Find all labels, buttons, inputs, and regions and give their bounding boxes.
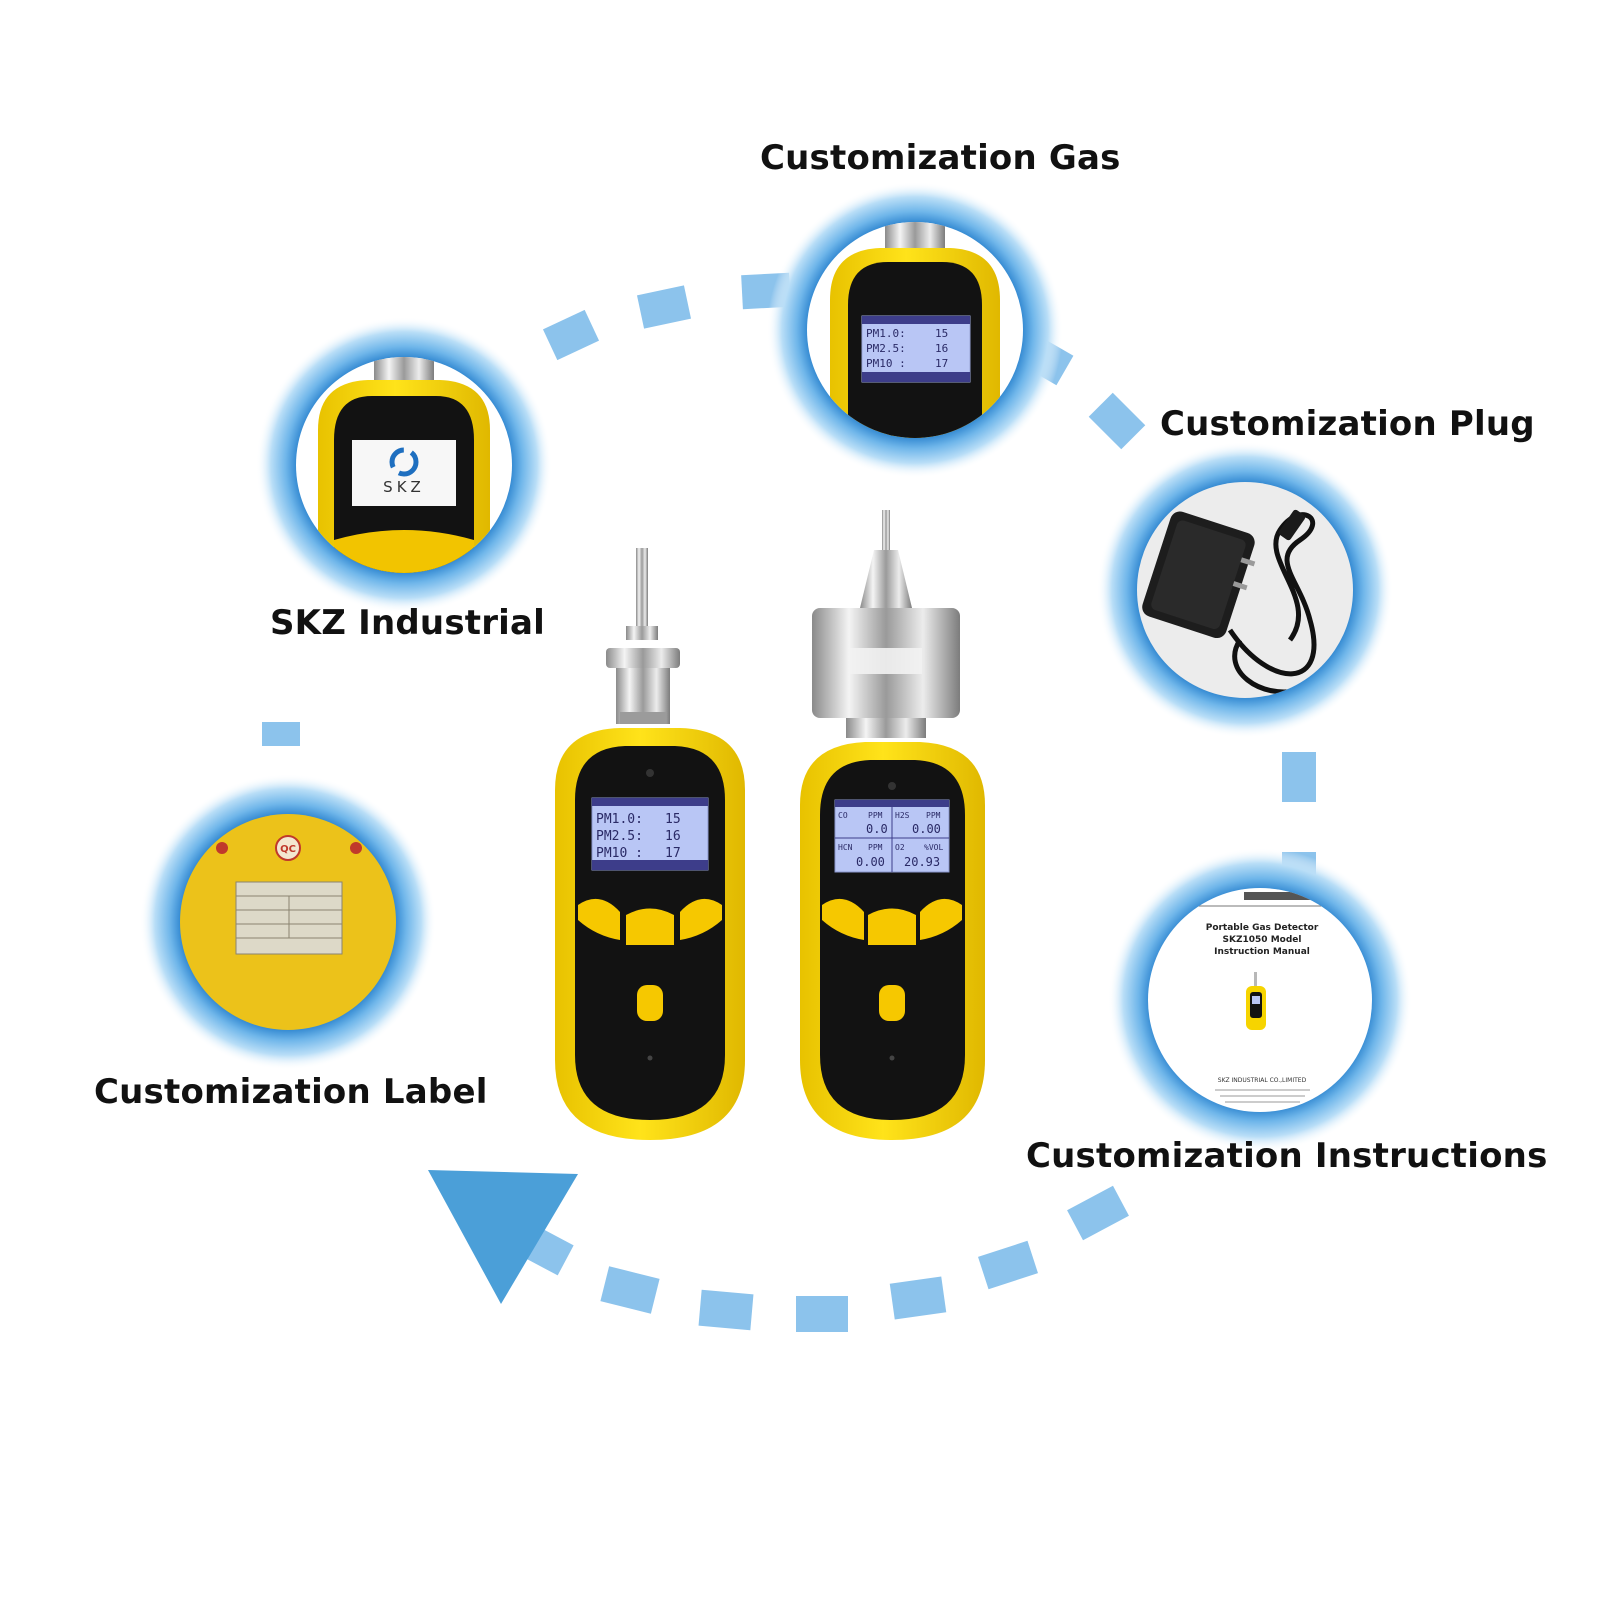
right-cell-1-name: CO [838,811,848,820]
right-cell-4-name: O2 [895,843,905,852]
gas-row-1-name: PM1.0: [866,327,906,340]
left-screen-row-3-value: 17 [665,846,681,861]
gas-row-1-value: 15 [935,327,948,340]
label-closeup: QC [180,814,396,1030]
right-cell-3-value: 0.00 [856,855,885,869]
manual-title-line-3: Instruction Manual [1214,947,1310,957]
right-cell-2-value: 0.00 [912,822,941,836]
plug-closeup [1137,482,1353,698]
right-cell-1-value: 0.0 [866,822,888,836]
skz-closeup: SKZ [296,357,512,573]
qc-sticker-text: QC [280,844,296,855]
skz-logo-text: SKZ [383,478,425,496]
right-cell-3-unit: PPM [868,843,883,852]
label-customization-gas: Customization Gas [760,138,1121,178]
gas-row-3-value: 17 [935,357,948,370]
right-cell-4-value: 20.93 [904,855,940,869]
left-screen-row-2-value: 16 [665,829,681,844]
gas-row-2-value: 16 [935,342,948,355]
right-cell-4-unit: %VOL [924,843,943,852]
right-cell-3-name: HCN [838,843,853,852]
right-cell-2-name: H2S [895,811,910,820]
skz-logo-mark [389,447,419,477]
device-right: CO PPM 0.0 H2S PPM 0.00 HCN PPM 0.00 O2 … [800,510,985,1140]
label-customization-plug: Customization Plug [1160,404,1535,444]
left-screen-row-2-name: PM2.5: [596,829,643,844]
label-customization-label: Customization Label [94,1072,488,1112]
gas-row-3-name: PM10 : [866,357,906,370]
gas-closeup: PM1.0: 15 PM2.5: 16 PM10 : 17 [807,222,1023,438]
right-cell-2-unit: PPM [926,811,941,820]
label-customization-instructions: Customization Instructions [1026,1136,1548,1176]
left-screen-row-1-name: PM1.0: [596,812,643,827]
manual-footer: SKZ INDUSTRIAL CO.,LIMITED [1218,1077,1307,1084]
gas-row-2-name: PM2.5: [866,342,906,355]
manual-title-line-1: Portable Gas Detector [1206,923,1319,933]
cycle-arrowhead [428,1170,578,1304]
left-screen-row-1-value: 15 [665,812,681,827]
manual-closeup: Portable Gas Detector SKZ1050 Model Inst… [1148,888,1372,1112]
left-screen-row-3-name: PM10 : [596,846,643,861]
label-skz-industrial: SKZ Industrial [270,603,546,643]
right-cell-1-unit: PPM [868,811,883,820]
manual-title-line-2: SKZ1050 Model [1223,935,1302,945]
device-left: PM1.0: 15 PM2.5: 16 PM10 : 17 [555,548,745,1140]
